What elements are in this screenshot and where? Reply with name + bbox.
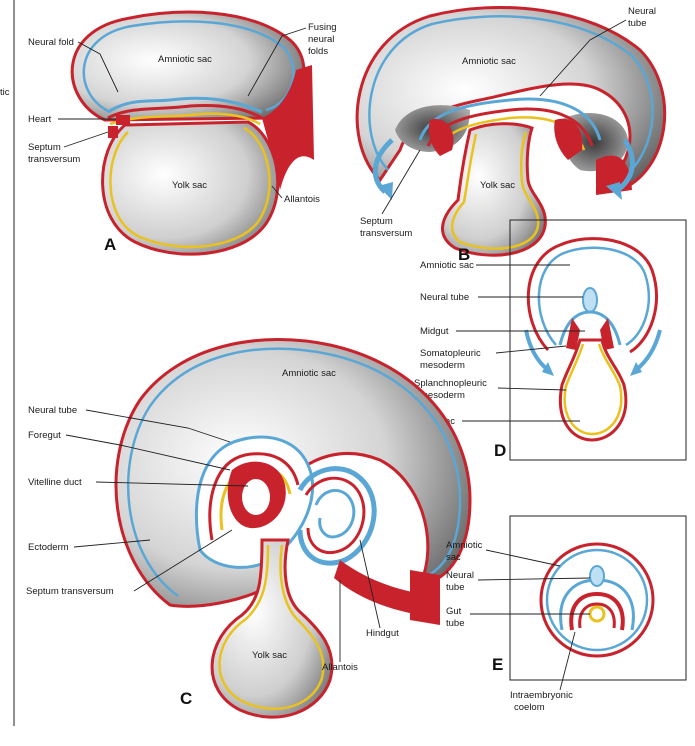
panel-a-septum — [108, 126, 118, 138]
panel-a-label-neural-fold: Neural fold — [28, 37, 74, 48]
panel-c-letter: C — [180, 689, 192, 708]
panel-d-arrow-right — [636, 330, 660, 370]
panel-c-tail-spiral-inner — [316, 490, 354, 536]
panel-d-neural-tube — [583, 288, 597, 312]
panel-e-leader-amniotic — [486, 550, 560, 566]
panel-e-label-coelom-2: coelom — [514, 702, 545, 713]
margin-text: tic — [0, 87, 10, 98]
panel-d-leader-splanchno — [498, 388, 566, 390]
panel-a-label-amniotic-sac: Amniotic sac — [158, 54, 212, 65]
panel-a-heart — [116, 115, 130, 125]
panel-a-leader-septum — [64, 132, 108, 147]
panel-a: Neural fold Amniotic sac Fusing neural f… — [28, 12, 337, 254]
panel-c-label-septum: Septum transversum — [26, 586, 114, 597]
panel-b: Amniotic sac Neural tube Yolk sac Septum… — [357, 6, 665, 264]
panel-b-label-neural-tube-1: Neural — [628, 6, 656, 17]
panel-b-label-septum-1: Septum — [360, 216, 393, 227]
panel-d-letter: D — [494, 441, 506, 460]
panel-a-label-fusing-3: folds — [308, 46, 328, 57]
panel-b-label-septum-2: transversum — [360, 228, 412, 239]
panel-a-label-fusing-1: Fusing — [308, 22, 337, 33]
panel-e-label-neural-1: Neural — [446, 570, 474, 581]
panel-e-amnion — [541, 544, 653, 656]
panel-d-yolk-sac — [560, 340, 625, 440]
panel-a-letter: A — [104, 235, 116, 254]
panel-c-allantois-tip — [410, 570, 440, 625]
panel-b-label-yolk-sac: Yolk sac — [480, 180, 515, 191]
panel-a-label-allantois: Allantois — [284, 194, 320, 205]
panel-e-neural-tube — [590, 566, 604, 586]
panel-a-label-septum-1: Septum — [28, 142, 61, 153]
panel-e-gut-tube — [590, 607, 604, 621]
panel-d: Amniotic sac Neural tube Midgut Somatopl… — [414, 220, 686, 460]
panel-e: Amniotic sac Neural tube Gut tube E Intr… — [446, 516, 686, 713]
panel-e-label-amniotic-1: Amniotic — [446, 540, 483, 551]
panel-c-label-amniotic-sac: Amniotic sac — [282, 368, 336, 379]
panel-b-label-neural-tube-2: tube — [628, 18, 647, 29]
panel-d-label-neural-tube: Neural tube — [420, 292, 469, 303]
panel-a-amniotic-sac — [72, 12, 304, 120]
panel-b-label-amniotic-sac: Amniotic sac — [462, 56, 516, 67]
panel-c-label-vitelline-duct: Vitelline duct — [28, 477, 82, 488]
panel-e-label-neural-2: tube — [446, 582, 465, 593]
panel-c-label-hindgut: Hindgut — [366, 628, 399, 639]
panel-d-label-splanchno-1: Splanchnopleuric — [414, 378, 487, 389]
panel-a-label-heart: Heart — [28, 114, 52, 125]
panel-c-label-neural-tube: Neural tube — [28, 405, 77, 416]
panel-e-label-amniotic-2: sac — [446, 552, 461, 563]
panel-c-label-allantois: Allantois — [322, 662, 358, 673]
panel-d-label-midgut: Midgut — [420, 326, 449, 337]
panel-c-label-foregut: Foregut — [28, 430, 61, 441]
panel-d-label-somato-2: mesoderm — [420, 360, 465, 371]
panel-a-label-fusing-2: neural — [308, 34, 334, 45]
panel-e-label-coelom-1: Intraembryonic — [510, 690, 573, 701]
panel-c-label-yolk-sac: Yolk sac — [252, 650, 287, 661]
panel-c: Amniotic sac Neural tube Foregut Vitelli… — [26, 340, 470, 718]
panel-d-label-somato-1: Somatopleuric — [420, 348, 481, 359]
panel-a-label-septum-2: transversum — [28, 154, 80, 165]
panel-e-label-gut-1: Gut — [446, 606, 462, 617]
panel-c-label-ectoderm: Ectoderm — [28, 542, 69, 553]
panel-d-label-amniotic-sac: Amniotic sac — [420, 260, 474, 271]
panel-c-vitelline-lumen — [242, 479, 270, 515]
panel-e-letter: E — [492, 655, 503, 674]
panel-a-label-yolk-sac: Yolk sac — [172, 180, 207, 191]
panel-e-label-gut-2: tube — [446, 618, 465, 629]
